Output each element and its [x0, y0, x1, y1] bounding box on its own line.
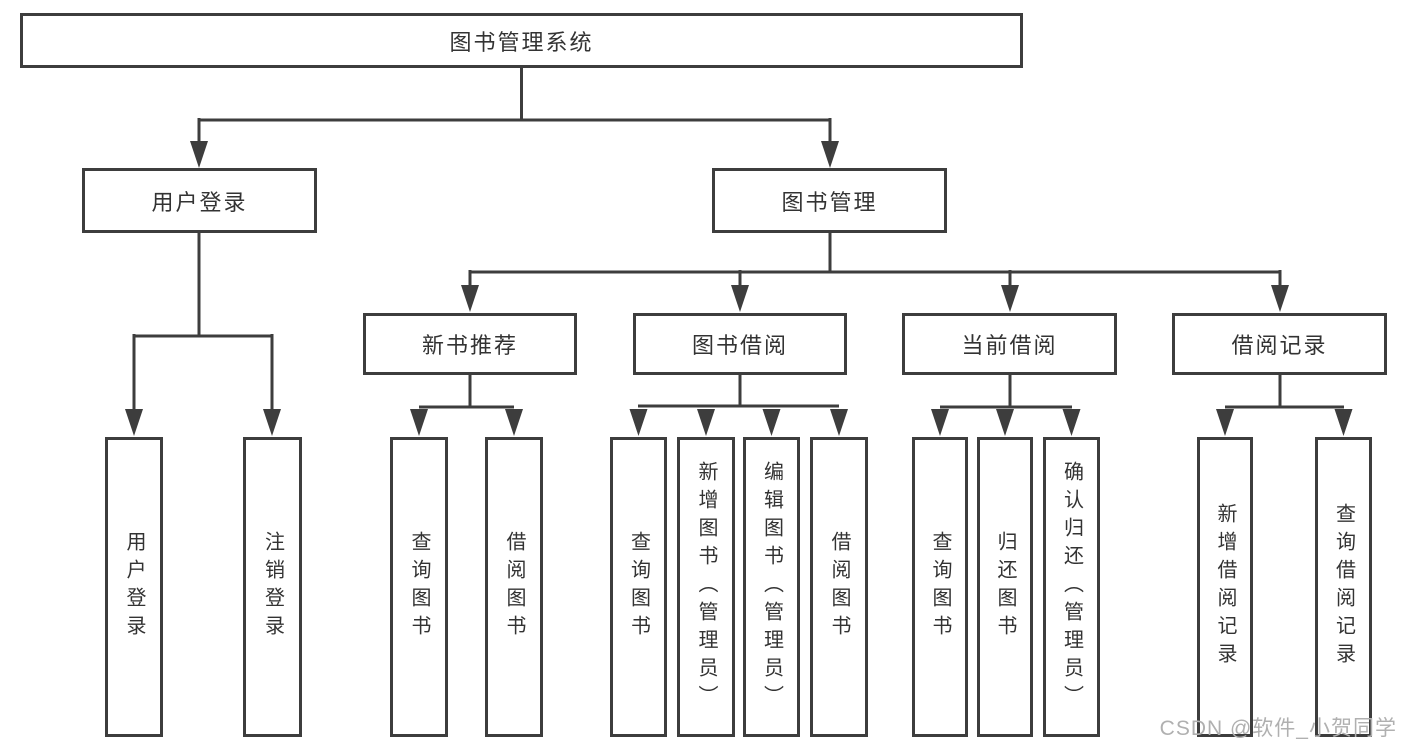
leaf-borrow-query-books: 查询图书	[610, 437, 667, 737]
leaf-borrow-edit-books-admin-label: 编辑图书（管理员）	[760, 461, 783, 713]
leaf-recommend-borrow-books: 借阅图书	[485, 437, 543, 737]
node-borrow-records: 借阅记录	[1172, 313, 1387, 375]
leaf-recommend-query-books-label: 查询图书	[408, 531, 430, 643]
leaf-current-return-books-label: 归还图书	[994, 531, 1016, 643]
leaf-records-add-record-label: 新增借阅记录	[1214, 503, 1236, 671]
node-current-borrow-label: 当前借阅	[961, 333, 1058, 358]
node-current-borrow: 当前借阅	[902, 313, 1117, 375]
node-book-mgmt: 图书管理	[712, 168, 947, 233]
leaf-recommend-borrow-books-label: 借阅图书	[503, 531, 525, 643]
csdn-watermark: CSDN @软件_小贺同学	[1159, 717, 1397, 740]
node-user-login-label: 用户登录	[151, 189, 248, 215]
leaf-records-query-record: 查询借阅记录	[1315, 437, 1372, 737]
leaf-current-return-books: 归还图书	[977, 437, 1033, 737]
node-book-mgmt-label: 图书管理	[781, 189, 878, 215]
leaf-logout-label: 注销登录	[261, 531, 284, 643]
leaf-records-query-record-label: 查询借阅记录	[1332, 503, 1355, 671]
leaf-borrow-add-books-admin-label: 新增图书（管理员）	[695, 461, 717, 713]
leaf-borrow-add-books-admin: 新增图书（管理员）	[677, 437, 735, 737]
leaf-current-confirm-return-admin: 确认归还（管理员）	[1043, 437, 1100, 737]
leaf-borrow-borrow-books-label: 借阅图书	[828, 531, 850, 643]
leaf-logout: 注销登录	[243, 437, 302, 737]
node-new-book-recommend-label: 新书推荐	[421, 333, 518, 358]
leaf-current-query-books: 查询图书	[912, 437, 968, 737]
node-user-login: 用户登录	[82, 168, 317, 233]
node-borrow-records-label: 借阅记录	[1231, 333, 1328, 358]
leaf-borrow-borrow-books: 借阅图书	[810, 437, 868, 737]
node-book-borrow: 图书借阅	[633, 313, 847, 375]
leaf-user-login: 用户登录	[105, 437, 163, 737]
node-new-book-recommend: 新书推荐	[363, 313, 577, 375]
leaf-borrow-query-books-label: 查询图书	[627, 531, 650, 643]
leaf-records-add-record: 新增借阅记录	[1197, 437, 1253, 737]
leaf-recommend-query-books: 查询图书	[390, 437, 448, 737]
node-root: 图书管理系统	[20, 13, 1023, 68]
leaf-user-login-label: 用户登录	[123, 531, 145, 643]
leaf-borrow-edit-books-admin: 编辑图书（管理员）	[743, 437, 800, 737]
leaf-current-query-books-label: 查询图书	[929, 531, 951, 643]
node-root-label: 图书管理系统	[449, 29, 594, 55]
leaf-current-confirm-return-admin-label: 确认归还（管理员）	[1060, 461, 1083, 713]
node-book-borrow-label: 图书借阅	[691, 333, 788, 358]
